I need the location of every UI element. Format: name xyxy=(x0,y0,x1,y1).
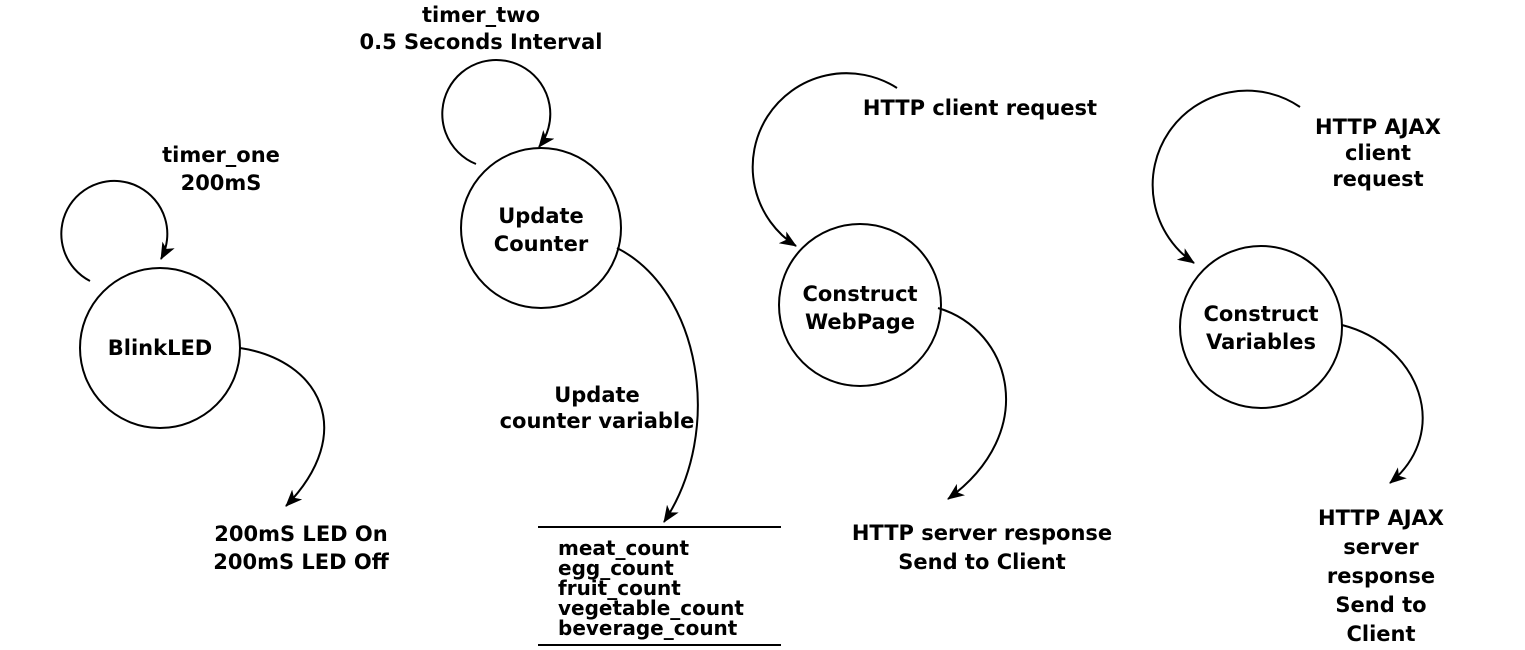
output-label-http-ajax-server-response: HTTP AJAX server response Send to Client xyxy=(1318,506,1444,646)
state-label-construct-webpage: Construct WebPage xyxy=(802,282,918,334)
state-circle-construct-webpage xyxy=(778,223,942,387)
trigger-label-timer-one: timer_one 200mS xyxy=(162,143,280,195)
variables-list: meat_count egg_count fruit_count vegetab… xyxy=(558,536,744,640)
output-label-update-counter-variable: Update counter variable xyxy=(499,383,695,433)
trigger-label-timer-two: timer_two 0.5 Seconds Interval xyxy=(359,3,603,54)
update-counter-output-arrow xyxy=(616,247,699,523)
state-label-blinkled: BlinkLED xyxy=(107,336,213,360)
construct-webpage-output-arrow xyxy=(937,307,1008,500)
state-label-update-counter: Update Counter xyxy=(493,204,589,256)
construct-variables-output-arrow xyxy=(1341,324,1424,484)
trigger-label-http-client-request: HTTP client request xyxy=(862,96,1098,120)
output-label-led-on-off: 200mS LED On 200mS LED Off xyxy=(213,522,389,574)
state-label-construct-variables: Construct Variables xyxy=(1203,302,1319,354)
state-circle-update-counter xyxy=(460,147,622,309)
trigger-label-http-ajax-client-request: HTTP AJAX client request xyxy=(1315,115,1441,191)
timer-one-self-loop-arrow xyxy=(60,179,175,282)
timer-two-self-loop-arrow xyxy=(441,58,555,165)
output-label-http-server-response: HTTP server response Send to Client xyxy=(851,521,1113,574)
http-client-request-arrow xyxy=(751,72,898,247)
state-circle-construct-variables xyxy=(1179,245,1343,409)
blinkled-output-arrow xyxy=(239,347,326,507)
http-ajax-client-request-arrow xyxy=(1151,89,1301,264)
